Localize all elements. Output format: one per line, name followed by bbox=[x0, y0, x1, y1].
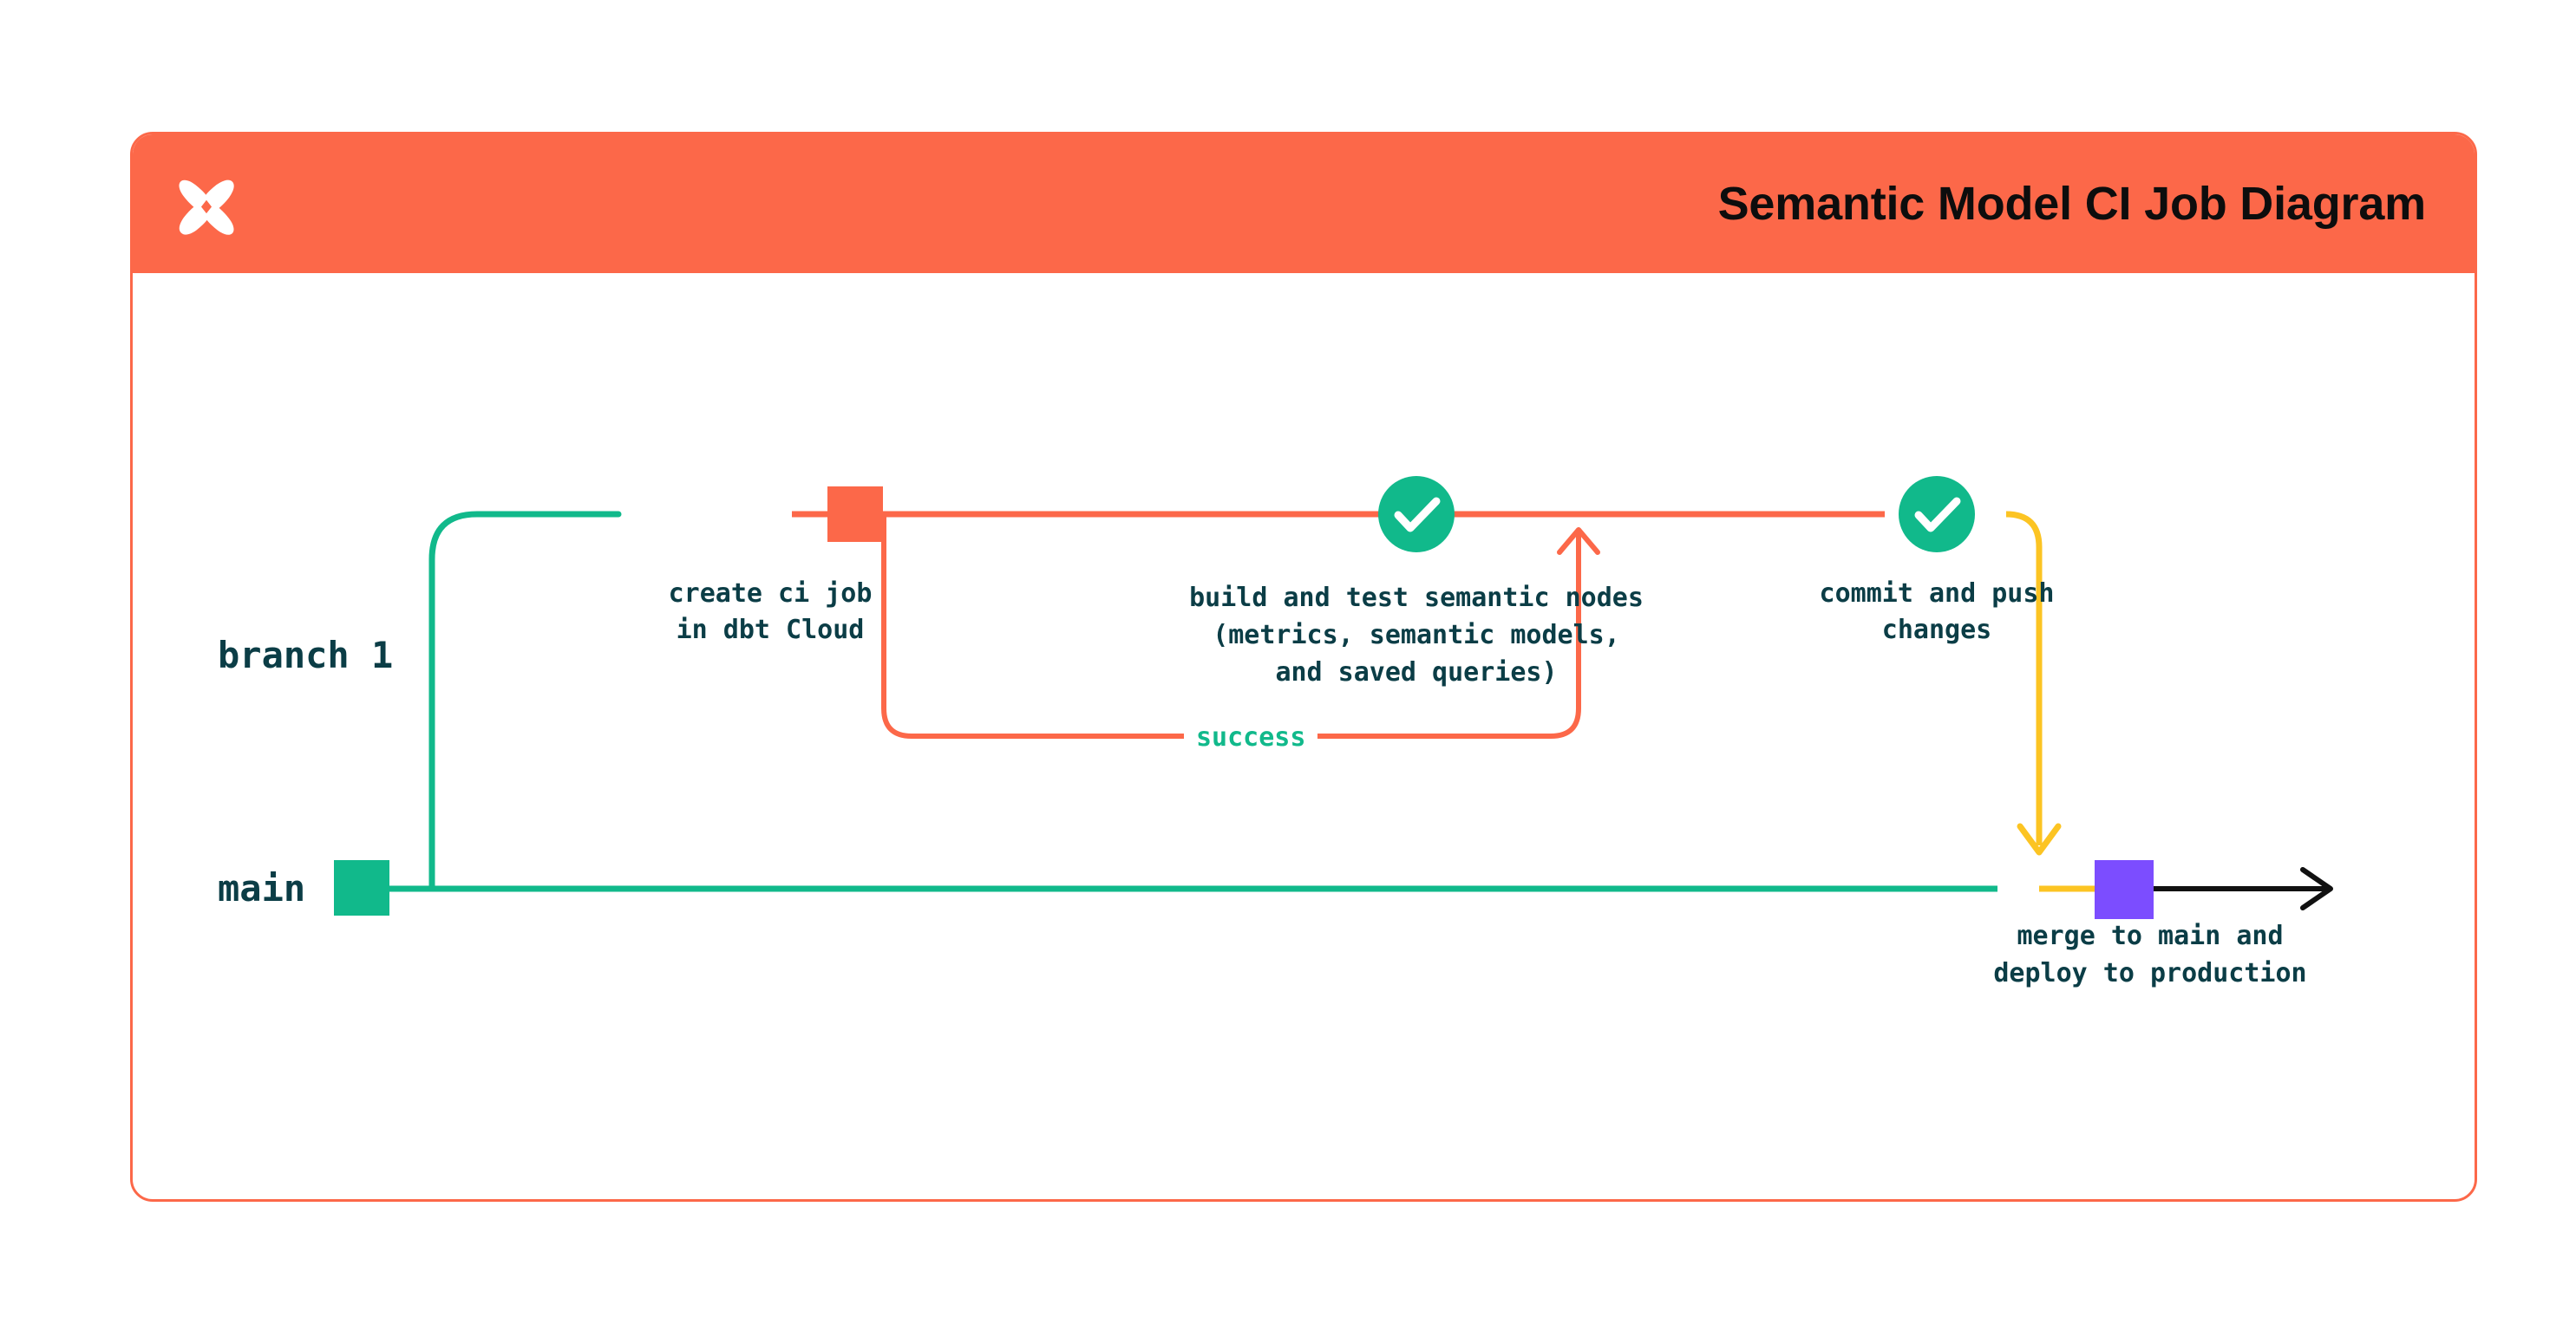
caption-build-and-test-line-1: build and test semantic nodes bbox=[1189, 583, 1644, 613]
branch-label-main: main bbox=[218, 867, 306, 910]
caption-commit-and-push-line-1: commit and push bbox=[1819, 578, 2055, 609]
caption-build-and-test-line-2: (metrics, semantic models, bbox=[1213, 620, 1620, 650]
branch-off-path bbox=[428, 511, 827, 892]
caption-merge-to-main-line-2: deploy to production bbox=[1993, 958, 2307, 988]
merge-arrowhead bbox=[2017, 823, 2062, 856]
caption-merge-to-main-line-1: merge to main and bbox=[2017, 921, 2284, 951]
caption-commit-and-push-line-2: changes bbox=[1881, 615, 1992, 645]
dbt-logo-icon bbox=[169, 166, 244, 241]
success-loop-label: success bbox=[1184, 722, 1318, 753]
commit-marker-create-ci-job bbox=[827, 486, 883, 542]
page-title: Semantic Model CI Job Diagram bbox=[1717, 178, 2427, 230]
diagram-card: Semantic Model CI Job Diagram bbox=[130, 132, 2477, 1202]
commit-marker-commit-and-push bbox=[1899, 476, 1975, 552]
check-icon bbox=[1914, 497, 1961, 532]
commit-marker-build-and-test bbox=[1378, 476, 1455, 552]
card-header: Semantic Model CI Job Diagram bbox=[133, 134, 2475, 273]
commit-marker-main bbox=[334, 860, 389, 916]
git-flow-diagram: branch 1 main create ci job in dbt Cloud… bbox=[133, 273, 2475, 1199]
caption-build-and-test-line-3: and saved queries) bbox=[1275, 657, 1558, 688]
branch-label-branch-1: branch 1 bbox=[218, 634, 394, 676]
commit-marker-merge-to-main bbox=[2095, 860, 2154, 919]
merge-to-main-path bbox=[2005, 511, 2095, 892]
success-loop-arrowhead bbox=[1557, 527, 1600, 555]
caption-create-ci-job-line-2: in dbt Cloud bbox=[676, 615, 865, 645]
terminal-arrow bbox=[2154, 867, 2333, 910]
check-icon bbox=[1394, 497, 1441, 532]
caption-create-ci-job-line-1: create ci job bbox=[668, 578, 873, 609]
